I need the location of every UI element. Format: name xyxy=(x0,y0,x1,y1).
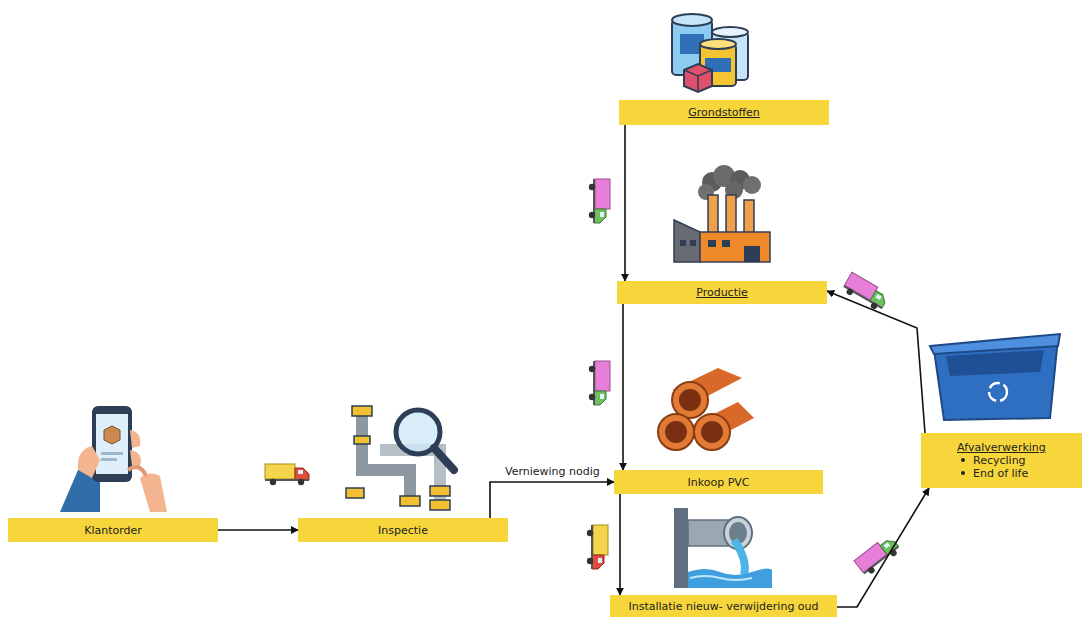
truck-icon xyxy=(265,464,309,485)
flow-arrow xyxy=(624,125,626,281)
node-title: Klantorder xyxy=(84,524,142,537)
phone-order-icon xyxy=(60,406,167,512)
bullet-item: End of life xyxy=(957,467,1028,480)
flow-arrow xyxy=(218,529,298,531)
flow-arrow xyxy=(490,482,614,518)
truck-icon xyxy=(587,525,608,569)
label-band: AfvalverwerkingRecyclingEnd of life xyxy=(921,433,1082,488)
recycle-bin-icon xyxy=(930,334,1060,420)
node-title: Inkoop PVC xyxy=(688,476,750,489)
pvc-pipes-icon xyxy=(658,368,754,450)
node-title: Afvalverwerking xyxy=(957,441,1046,454)
edge-label: Verniewing nodig xyxy=(503,465,602,478)
flow-arrow xyxy=(619,494,621,595)
factory-icon xyxy=(674,165,770,262)
node-title: Inspectie xyxy=(378,524,428,537)
truck-icon xyxy=(589,179,610,223)
bullet-item: Recycling xyxy=(957,454,1026,467)
node-title: Installatie nieuw- verwijdering oud xyxy=(628,600,818,613)
raw-materials-icon xyxy=(672,14,748,92)
label-band: Productie xyxy=(617,281,827,304)
flow-arrow xyxy=(622,304,624,470)
node-title: Grondstoffen xyxy=(688,106,760,119)
label-band: Grondstoffen xyxy=(619,100,829,125)
truck-icon xyxy=(589,361,610,405)
label-band: Installatie nieuw- verwijdering oud xyxy=(610,595,837,617)
outfall-pipe-icon xyxy=(674,508,772,588)
label-band: Klantorder xyxy=(8,518,218,542)
flow-arrow xyxy=(827,291,925,433)
node-title: Productie xyxy=(696,286,748,299)
label-band: Inkoop PVC xyxy=(614,470,823,494)
pipe-inspection-icon xyxy=(346,406,454,510)
flow-arrow xyxy=(837,488,929,607)
label-band: Inspectie xyxy=(298,518,508,542)
